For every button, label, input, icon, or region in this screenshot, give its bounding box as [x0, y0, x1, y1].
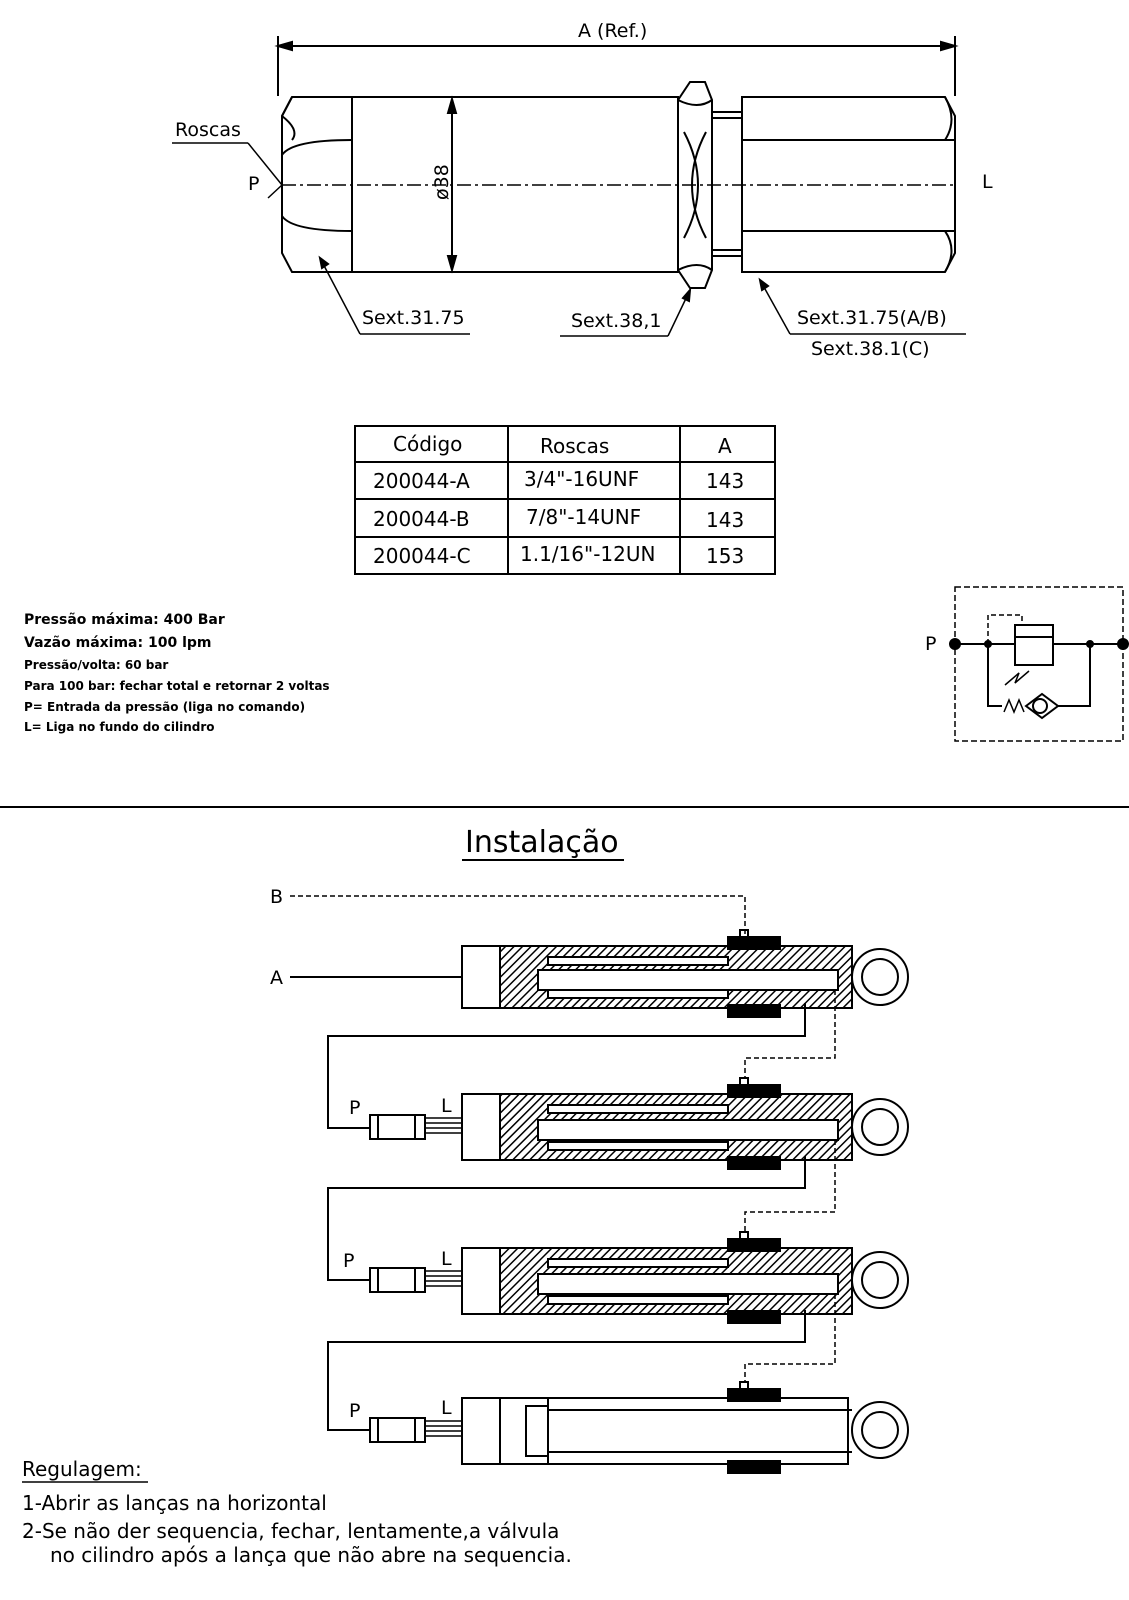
- cylinder-3: [461, 1231, 909, 1324]
- line-a-label: A: [270, 967, 283, 989]
- line-b-label: B: [270, 886, 283, 908]
- roscas-label: Roscas: [175, 119, 241, 141]
- cyl2-l-label: L: [441, 1095, 452, 1117]
- spec-table: [354, 425, 776, 575]
- cyl3-l-label: L: [441, 1248, 452, 1270]
- cyl4-l-label: L: [441, 1397, 452, 1419]
- regulagem-step: 2-Se não der sequencia, fechar, lentamen…: [22, 1519, 559, 1543]
- hex-left-label: Sext.31.75: [362, 307, 465, 329]
- spec-table-text: Código Roscas A 200044-A 3/4"-16UNF 143 …: [373, 432, 744, 568]
- valve-3: [369, 1267, 462, 1293]
- table-header-roscas: Roscas: [540, 434, 609, 458]
- valve-2: [369, 1114, 462, 1140]
- table-header-codigo: Código: [393, 432, 462, 456]
- valve-drawing: [172, 36, 966, 337]
- regulagem-title: Regulagem:: [22, 1457, 142, 1481]
- hex-right-label-1: Sext.31.75(A/B): [797, 307, 947, 329]
- cylinder-1: [461, 929, 909, 1018]
- cyl4-p-label: P: [349, 1400, 360, 1422]
- spec-line: Pressão máxima: 400 Bar: [24, 612, 225, 628]
- regulagem-step: 1-Abrir as lanças na horizontal: [22, 1491, 327, 1515]
- spec-line: Pressão/volta: 60 bar: [24, 658, 168, 672]
- diameter-label: ø38: [431, 164, 453, 200]
- hex-middle-label: Sext.38,1: [571, 310, 661, 332]
- spec-line: L= Liga no fundo do cilindro: [24, 720, 215, 734]
- table-cell: 7/8"-14UNF: [526, 505, 641, 529]
- cyl3-p-label: P: [343, 1250, 354, 1272]
- cylinder-4: [461, 1381, 909, 1474]
- spec-line: Vazão máxima: 100 lpm: [24, 635, 211, 651]
- valve-symbol: [949, 586, 1129, 742]
- hex-right-label-2: Sext.38.1(C): [811, 338, 930, 360]
- table-cell: 200044-B: [373, 507, 470, 531]
- valve-4: [369, 1417, 462, 1443]
- symbol-p-label: P: [925, 633, 936, 655]
- table-cell: 200044-A: [373, 469, 470, 493]
- spec-line: P= Entrada da pressão (liga no comando): [24, 700, 305, 714]
- cyl2-p-label: P: [349, 1097, 360, 1119]
- spec-line: Para 100 bar: fechar total e retornar 2 …: [24, 679, 330, 693]
- table-cell: 153: [706, 544, 744, 568]
- table-cell: 143: [706, 469, 744, 493]
- cylinder-2: [461, 1077, 909, 1170]
- port-l-label: L: [982, 171, 993, 193]
- table-header-a: A: [718, 434, 732, 458]
- installation-labels: B A P L P L P L: [270, 886, 452, 1422]
- dimension-a-label: A (Ref.): [578, 20, 647, 42]
- specs-list: Pressão máxima: 400 Bar Vazão máxima: 10…: [24, 612, 330, 734]
- table-cell: 3/4"-16UNF: [524, 467, 639, 491]
- installation-drawing: [290, 895, 909, 1474]
- table-cell: 1.1/16"-12UN: [520, 542, 655, 566]
- port-p-label: P: [248, 173, 259, 195]
- table-cell: 200044-C: [373, 544, 471, 568]
- installation-title: Instalação: [465, 825, 619, 860]
- table-cell: 143: [706, 508, 744, 532]
- valve-labels: A (Ref.) Roscas P L ø38 Sext.31.75 Sext.…: [175, 20, 993, 360]
- regulagem-step: no cilindro após a lança que não abre na…: [50, 1543, 572, 1567]
